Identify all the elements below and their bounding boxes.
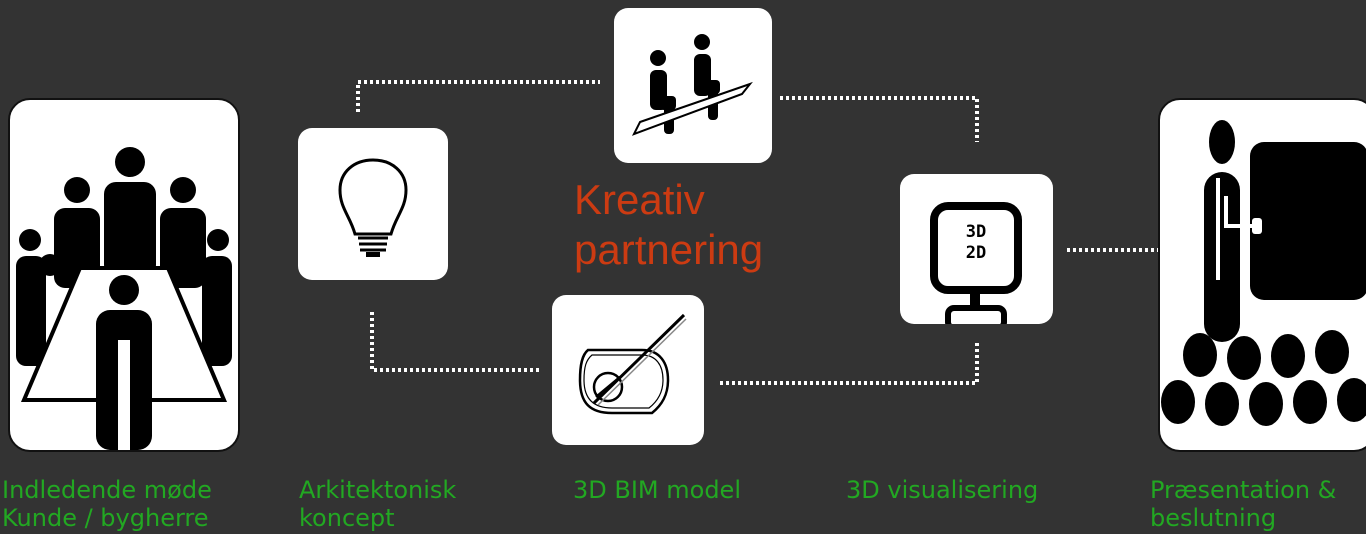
caption-presentation-line1: Præsentation &: [1150, 476, 1337, 504]
caption-visual-line1: 3D visualisering: [846, 476, 1039, 504]
bim-card: [552, 295, 704, 445]
caption-meeting-line2: Kunde / bygherre: [2, 504, 209, 532]
meeting-card: [8, 98, 240, 452]
lightbulb-icon: [338, 158, 408, 257]
screen-label-3d: 3D: [965, 222, 987, 242]
caption-concept-line1: Arkitektonisk: [299, 476, 457, 504]
screen-label-2d: 2D: [965, 243, 987, 263]
connector-concept-to-partnering: [356, 80, 600, 112]
center-title-line2: partnering: [574, 226, 764, 273]
bim-model-icon: [578, 313, 687, 415]
meeting-table-icon: [16, 147, 232, 450]
screen-3d-2d-icon: [930, 202, 1022, 324]
caption-visual: 3D visualisering: [846, 476, 1038, 504]
presenter-audience-icon: [1161, 120, 1366, 426]
caption-bim: 3D BIM model: [573, 476, 741, 504]
center-title-line1: Kreativ: [574, 176, 705, 223]
caption-meeting-line1: Indledende møde: [2, 476, 212, 504]
connector-partnering-to-visual: [780, 96, 979, 142]
visualisation-card: 3D 2D: [900, 174, 1053, 324]
caption-concept-line2: koncept: [299, 504, 395, 532]
caption-presentation: Præsentation & beslutning: [1150, 476, 1336, 532]
partnering-card: [614, 8, 772, 163]
seated-people-icon: [631, 34, 753, 136]
caption-concept: Arkitektonisk koncept: [299, 476, 456, 532]
connector-concept-to-bim: [370, 312, 540, 372]
caption-meeting: Indledende møde Kunde / bygherre: [2, 476, 212, 532]
connector-bim-to-visual: [720, 340, 979, 385]
presentation-card: [1158, 98, 1366, 452]
caption-bim-line1: 3D BIM model: [573, 476, 741, 504]
caption-presentation-line2: beslutning: [1150, 504, 1277, 532]
concept-card: [298, 128, 448, 280]
center-title: Kreativ partnering: [574, 175, 763, 275]
